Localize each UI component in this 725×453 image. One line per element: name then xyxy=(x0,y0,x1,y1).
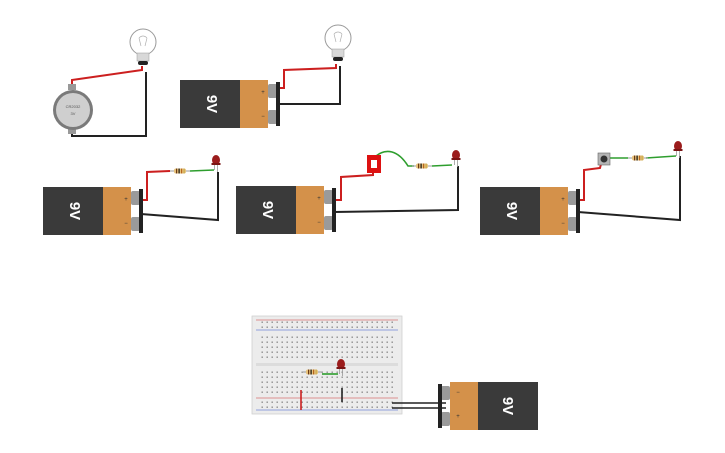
resistor[interactable] xyxy=(169,168,191,174)
coin-cell-voltage: 3V xyxy=(71,111,76,116)
battery-label: 9V xyxy=(259,201,276,219)
wire-red[interactable] xyxy=(71,66,143,88)
wire-red[interactable] xyxy=(141,170,171,201)
wire-black[interactable] xyxy=(140,172,219,222)
terminal-minus: − xyxy=(124,221,128,227)
terminal-minus: − xyxy=(261,114,265,120)
circuit-9v-pushbutton-led: 9V + − xyxy=(480,140,683,235)
terminal-plus: + xyxy=(317,196,321,202)
circuit-coin-cell-bulb: CR2032 3V xyxy=(53,28,157,137)
wire-black[interactable] xyxy=(276,66,341,105)
terminal-plus: + xyxy=(124,197,128,203)
coin-cell-label: CR2032 xyxy=(66,104,81,109)
battery-9v[interactable]: 9V + − xyxy=(438,382,538,430)
wire-green[interactable] xyxy=(431,164,453,167)
led-red[interactable] xyxy=(451,149,461,168)
wire-green[interactable] xyxy=(645,155,677,159)
terminal-minus: − xyxy=(561,221,565,227)
wire-black[interactable] xyxy=(577,156,681,222)
breadboard[interactable] xyxy=(251,315,403,415)
battery-label: 9V xyxy=(499,397,516,415)
circuit-9v-resistor-led: 9V + − xyxy=(43,154,221,235)
wire-red[interactable] xyxy=(578,163,602,201)
battery-label: 9V xyxy=(203,95,220,113)
circuit-breadboard-9v-led: 9V + − xyxy=(251,315,538,430)
coin-cell-battery[interactable]: CR2032 3V xyxy=(53,84,93,134)
wire-black[interactable] xyxy=(333,166,459,213)
battery-9v[interactable]: 9V + − xyxy=(236,186,336,234)
battery-label: 9V xyxy=(66,202,83,220)
terminal-minus: − xyxy=(317,220,321,226)
circuit-9v-bulb: 9V + − xyxy=(180,24,352,128)
battery-label: 9V xyxy=(503,202,520,220)
wire-red[interactable] xyxy=(276,64,337,89)
slide-switch[interactable] xyxy=(367,155,381,173)
terminal-plus: + xyxy=(561,197,565,203)
battery-9v[interactable]: 9V + − xyxy=(480,187,580,235)
light-bulb[interactable] xyxy=(324,24,352,62)
terminal-plus: + xyxy=(456,414,460,420)
battery-9v[interactable]: 9V + − xyxy=(43,187,143,235)
resistor[interactable] xyxy=(627,155,649,161)
resistor[interactable] xyxy=(411,163,433,169)
light-bulb[interactable] xyxy=(129,28,157,66)
circuit-9v-slide-switch-led: 9V + − xyxy=(236,149,461,234)
terminal-minus: − xyxy=(456,390,460,396)
terminal-plus: + xyxy=(261,90,265,96)
battery-9v[interactable]: 9V + − xyxy=(180,80,280,128)
wire-green[interactable] xyxy=(375,150,414,167)
wire-green[interactable] xyxy=(189,169,215,172)
pushbutton[interactable] xyxy=(597,152,611,166)
